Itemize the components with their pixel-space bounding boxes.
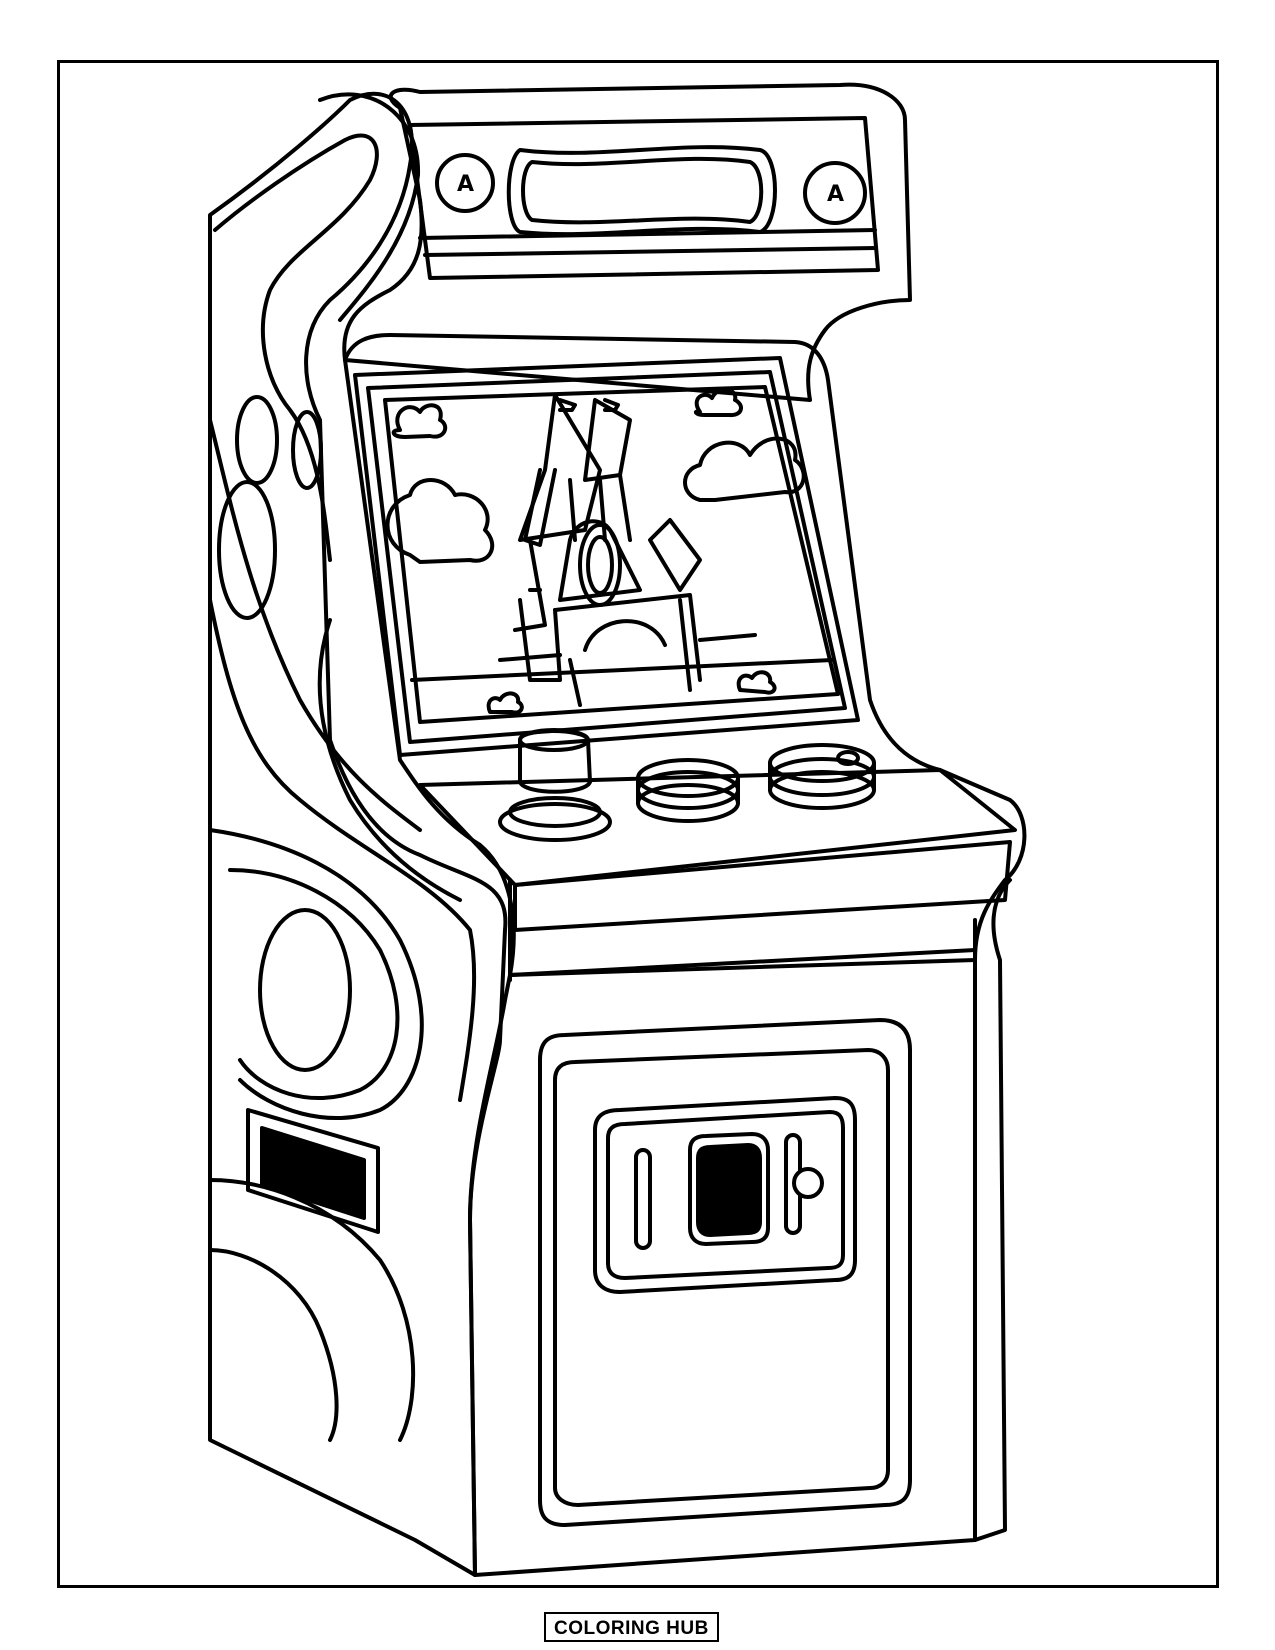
marquee-letter-right: A (827, 182, 844, 207)
marquee-badge-right (803, 161, 867, 225)
side-decal-oval-1 (235, 395, 279, 485)
control-panel (418, 728, 1017, 982)
page-border (57, 60, 1219, 1588)
arcade-button-2[interactable] (768, 743, 876, 810)
cloud-icon-3 (385, 478, 495, 564)
marquee-badge-left (435, 153, 495, 213)
arcade-button-1[interactable] (636, 758, 740, 823)
castle-icon (498, 393, 757, 707)
coin-knob[interactable] (792, 1167, 824, 1199)
joystick-button[interactable] (498, 728, 612, 842)
coin-door-outer (538, 1018, 912, 1527)
bush-icon (486, 691, 524, 715)
screen-glass (383, 385, 840, 724)
side-decal-oval-2 (291, 410, 323, 490)
cloud-icon-4 (683, 436, 806, 502)
marquee-letter-left: A (457, 172, 474, 197)
coin-door-inner (553, 1048, 890, 1507)
cloud-icon (391, 403, 448, 439)
game-screen (383, 385, 840, 724)
side-decal-oval-3 (217, 480, 277, 620)
cabinet-side-panel (208, 91, 508, 1577)
screen-bezel (343, 333, 1027, 977)
coin-slot-left[interactable] (634, 1148, 652, 1250)
speaker-grille (258, 908, 352, 1072)
side-vent (246, 1108, 380, 1234)
bush-icon-2 (736, 670, 777, 695)
coin-return-button[interactable] (688, 1132, 770, 1246)
brand-label: COLORING HUB (544, 1612, 719, 1642)
marquee: A A (342, 82, 912, 402)
marquee-display (506, 145, 777, 237)
coin-slot-plate (593, 1096, 857, 1294)
cabinet-base (468, 878, 1012, 1577)
cloud-icon-2 (693, 387, 743, 418)
